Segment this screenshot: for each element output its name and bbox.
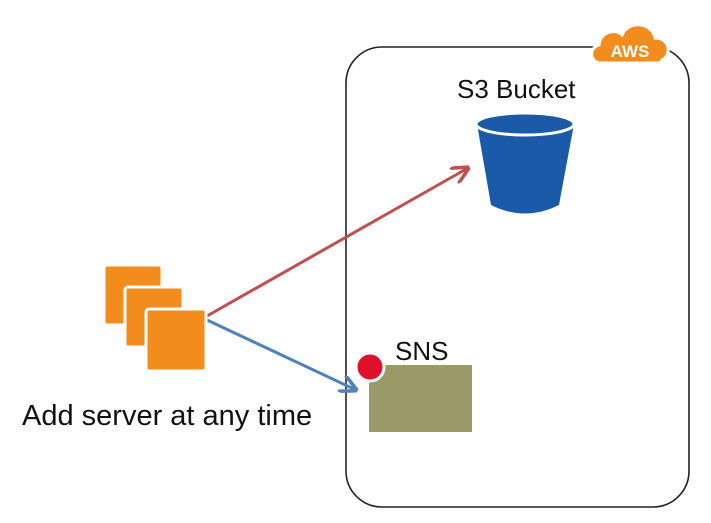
sns-topic-box — [369, 365, 472, 432]
server-instance-front — [144, 307, 208, 373]
topic-box-icon — [354, 351, 472, 432]
aws-badge-label: AWS — [611, 42, 650, 61]
stacked-servers-icon — [102, 263, 208, 373]
edge-servers-to-s3 — [206, 168, 468, 318]
bucket-body — [477, 124, 574, 214]
sns-label: SNS — [395, 336, 449, 366]
aws-cloud-boundary — [345, 46, 690, 508]
edge-servers-to-sns — [206, 318, 356, 390]
bucket-icon — [474, 111, 576, 214]
s3-bucket-label: S3 Bucket — [457, 74, 576, 104]
cloud-icon — [590, 23, 670, 65]
aws-cloud-badge: AWS — [590, 23, 670, 65]
servers-label: Add server at any time — [22, 400, 313, 432]
sns-status-dot — [354, 351, 386, 383]
bucket-rim — [474, 111, 576, 137]
